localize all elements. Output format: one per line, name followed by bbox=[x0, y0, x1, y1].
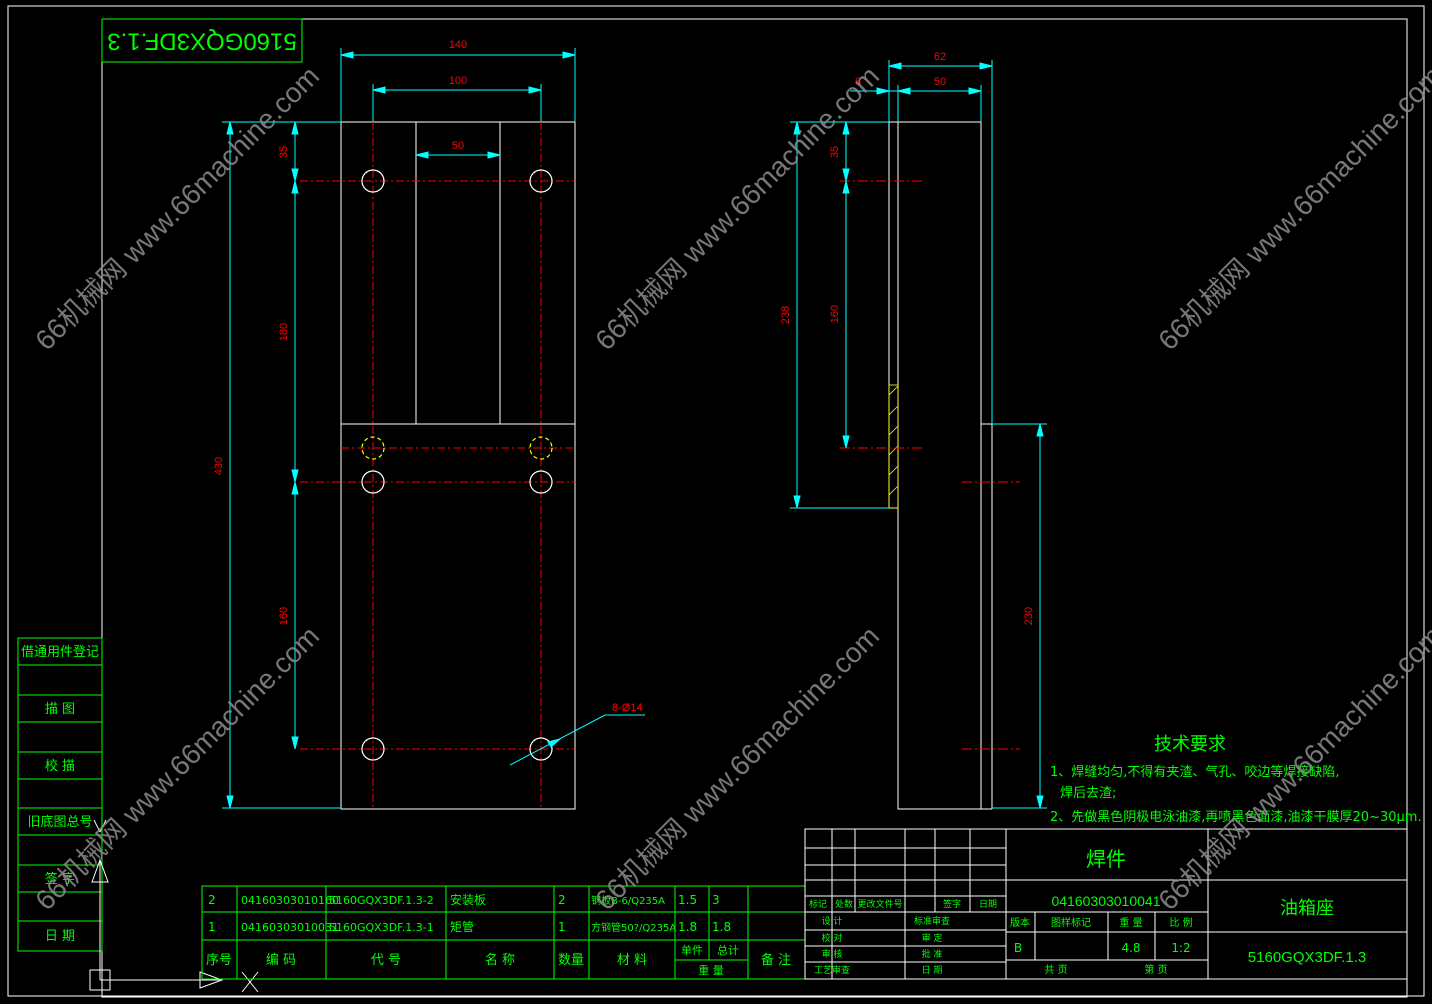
scale-label: 比 例 bbox=[1169, 916, 1192, 929]
page-number: 第 页 bbox=[1144, 963, 1167, 976]
hidden-hole bbox=[361, 436, 385, 460]
bom-header: 序号 bbox=[206, 953, 232, 968]
bom-header: 数量 bbox=[558, 953, 584, 968]
dim-50: 50 bbox=[452, 140, 464, 152]
sign-label: 校 对 bbox=[822, 932, 843, 944]
title-type: 焊件 bbox=[1086, 847, 1126, 871]
version-value: B bbox=[1014, 941, 1022, 955]
bom-header: 重 量 bbox=[698, 963, 724, 977]
bom-code: 04160303010160 bbox=[241, 894, 339, 907]
front-view: 140 100 50 430 35 180 160 8-Ø14 bbox=[213, 39, 645, 810]
rev-header: 标记 bbox=[809, 898, 827, 910]
dim-238: 238 bbox=[780, 306, 792, 324]
dim-160: 160 bbox=[278, 607, 290, 625]
sign-label: 审 定 bbox=[922, 932, 943, 944]
hole bbox=[529, 737, 553, 761]
left-panel-label: 描 图 bbox=[45, 702, 75, 717]
dim-holes: 8-Ø14 bbox=[612, 702, 643, 714]
drawing-id-box: 5160GQX3DF.1.3 bbox=[101, 18, 303, 63]
tech-title: 技术要求 bbox=[1154, 734, 1226, 755]
dim-6: 6 bbox=[855, 76, 861, 88]
dim-62: 62 bbox=[934, 51, 946, 63]
hole bbox=[361, 470, 385, 494]
dim-140: 140 bbox=[449, 39, 467, 51]
bom-header: 总计 bbox=[717, 943, 739, 957]
title-code: 04160303010041 bbox=[1051, 893, 1160, 909]
rev-header: 处数 bbox=[835, 898, 853, 910]
bom-table: 2 04160303010160 5160GQX3DF.1.3-2 安装板 2 … bbox=[201, 885, 806, 980]
left-panel-label: 日 期 bbox=[45, 929, 75, 944]
hidden-hole bbox=[529, 436, 553, 460]
bom-seq: 2 bbox=[208, 893, 216, 907]
dim-50-side: 50 bbox=[934, 76, 946, 88]
hole bbox=[529, 470, 553, 494]
tech-line-1b: 焊后去渣; bbox=[1060, 785, 1116, 801]
sign-label: 日 期 bbox=[922, 965, 943, 976]
bom-header: 编 码 bbox=[266, 953, 296, 968]
bom-material: 钢板B-6/Q235A bbox=[591, 894, 665, 907]
dim-160-side: 160 bbox=[829, 305, 841, 323]
bom-drawing: 5160GQX3DF.1.3-1 bbox=[329, 921, 434, 934]
bom-unit: 1.5 bbox=[678, 893, 697, 907]
bom-header: 备 注 bbox=[761, 952, 791, 968]
drawing-frame bbox=[7, 5, 1425, 998]
ucs-icon bbox=[89, 819, 259, 993]
dim-35: 35 bbox=[278, 146, 290, 158]
dim-100: 100 bbox=[449, 75, 467, 87]
bom-qty: 2 bbox=[558, 893, 566, 907]
rev-header: 更改文件号 bbox=[857, 898, 902, 910]
scale-value: 1:2 bbox=[1171, 941, 1190, 955]
drawing-number: 5160GQX3DF.1.3 bbox=[1248, 949, 1366, 966]
bom-material: 方钢管50?/Q235A bbox=[591, 921, 676, 934]
bom-name: 安装板 bbox=[450, 892, 486, 907]
left-panel: 借通用件登记 描 图 校 描 旧底图总号 签 字 日 期 bbox=[17, 637, 103, 952]
left-panel-label: 校 描 bbox=[45, 758, 75, 774]
bom-header: 材 料 bbox=[617, 953, 647, 968]
weight-label: 重 量 bbox=[1119, 916, 1142, 929]
bom-header: 单件 bbox=[681, 944, 703, 957]
hole bbox=[361, 737, 385, 761]
bom-code: 04160303010031 bbox=[241, 921, 339, 934]
bom-total: 3 bbox=[712, 893, 720, 907]
bom-unit: 1.8 bbox=[678, 920, 697, 934]
part-name: 油箱座 bbox=[1280, 898, 1334, 919]
hole bbox=[361, 169, 385, 193]
drawing-id-text: 5160GQX3DF.1.3 bbox=[107, 28, 296, 55]
weight-value: 4.8 bbox=[1121, 941, 1140, 955]
sign-label: 批 准 bbox=[922, 948, 943, 960]
version-label: 版本 bbox=[1010, 916, 1030, 929]
tech-requirements: 技术要求 1、焊缝均匀,不得有夹渣、气孔、咬边等焊接缺陷, 焊后去渣; 2、先做… bbox=[1050, 734, 1422, 825]
tech-line-1: 1、焊缝均匀,不得有夹渣、气孔、咬边等焊接缺陷, bbox=[1050, 764, 1340, 780]
left-panel-label: 签 字 bbox=[45, 871, 75, 887]
bom-header: 名 称 bbox=[485, 952, 515, 968]
dim-180: 180 bbox=[278, 323, 290, 341]
sign-label: 工艺审查 bbox=[814, 964, 850, 976]
bom-qty: 1 bbox=[558, 920, 566, 934]
dim-430: 430 bbox=[213, 457, 225, 475]
rev-header: 签字 bbox=[943, 898, 961, 910]
mark-label: 图样标记 bbox=[1051, 916, 1091, 929]
side-view: 62 6 50 238 35 160 230 bbox=[780, 51, 1047, 810]
left-panel-label: 旧底图总号 bbox=[27, 814, 92, 830]
title-block: 焊件 04160303010041 油箱座 5160GQX3DF.1.3 版本 … bbox=[804, 828, 1408, 980]
bom-name: 矩管 bbox=[450, 919, 474, 934]
dim-230: 230 bbox=[1023, 607, 1035, 625]
sign-label: 审 核 bbox=[822, 948, 843, 960]
tech-line-2: 2、先做黑色阴极电泳油漆,再喷黑色面漆,油漆干膜厚20~30μm. bbox=[1050, 809, 1422, 825]
sign-label: 标准审查 bbox=[914, 915, 950, 927]
total-pages: 共 页 bbox=[1044, 964, 1067, 976]
left-panel-label: 借通用件登记 bbox=[21, 645, 99, 660]
bom-total: 1.8 bbox=[712, 920, 731, 934]
bom-drawing: 5160GQX3DF.1.3-2 bbox=[329, 894, 434, 907]
sign-label: 设 计 bbox=[822, 915, 843, 927]
bom-header: 代 号 bbox=[371, 953, 401, 968]
rev-header: 日期 bbox=[979, 899, 997, 910]
dim-35-side: 35 bbox=[829, 146, 841, 158]
bom-seq: 1 bbox=[208, 920, 216, 934]
hole bbox=[529, 169, 553, 193]
